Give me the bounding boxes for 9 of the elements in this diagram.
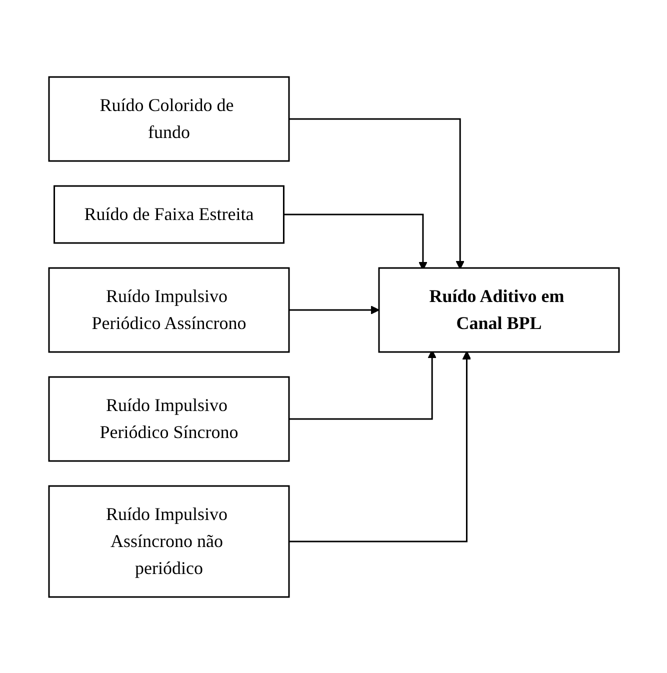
arrow <box>288 118 464 269</box>
arrow <box>288 350 471 542</box>
node-box: Ruído Impulsivo Assíncrono não periódico <box>48 484 290 598</box>
node-box: Ruído Aditivo em Canal BPL <box>378 266 620 352</box>
node-box: Ruído Impulsivo Periódico Síncrono <box>48 376 290 462</box>
node-box: Ruído Colorido de fundo <box>48 76 290 162</box>
node-box: Ruído de Faixa Estreita <box>53 184 284 244</box>
node-box: Ruído Impulsivo Periódico Assíncrono <box>48 266 290 352</box>
arrow <box>288 305 379 314</box>
